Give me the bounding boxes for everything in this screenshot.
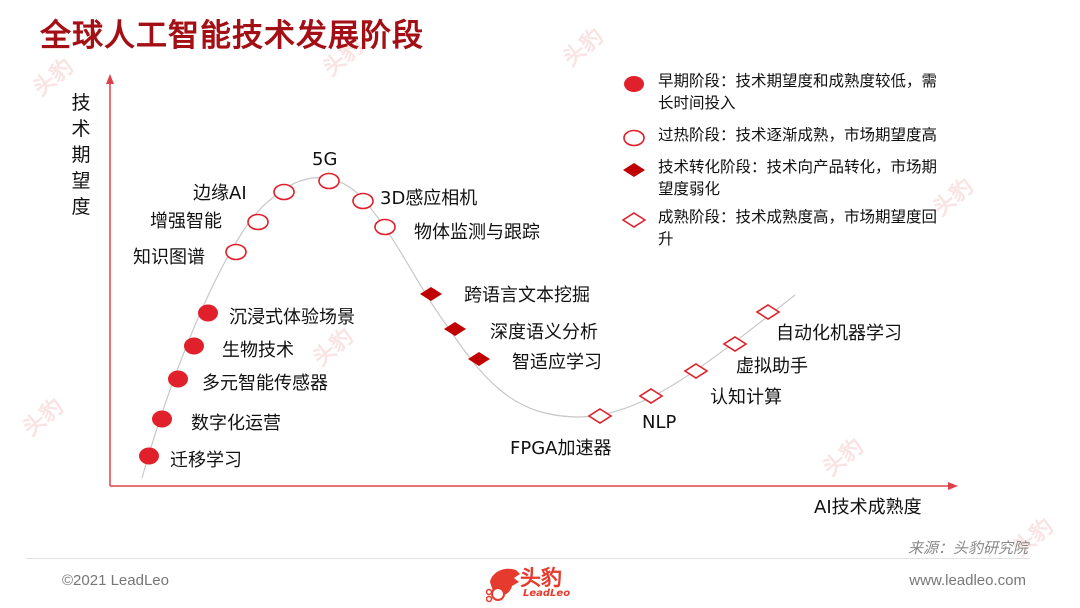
marker-mature bbox=[755, 304, 781, 320]
marker-early bbox=[152, 410, 172, 428]
marker-early bbox=[139, 447, 159, 465]
page-title: 全球人工智能技术发展阶段 bbox=[40, 18, 424, 54]
label-transition: 跨语言文本挖掘 bbox=[464, 285, 590, 306]
marker-early bbox=[198, 304, 218, 322]
marker-transition bbox=[444, 322, 466, 336]
copyright: ©2021 LeadLeo bbox=[62, 572, 169, 589]
legend-text: 成熟阶段：技术成熟度高，市场期望度回升 bbox=[658, 208, 938, 248]
legend: 早期阶段：技术期望度和成熟度较低，需长时间投入 过热阶段：技术逐渐成熟，市场期望… bbox=[618, 70, 948, 260]
marker-mature bbox=[722, 336, 748, 352]
marker-transition bbox=[468, 352, 490, 366]
y-axis-label: 技 术 期 望 度 bbox=[70, 90, 92, 220]
marker-early bbox=[184, 337, 204, 355]
label-mature: 认知计算 bbox=[710, 387, 782, 408]
marker-hype bbox=[318, 172, 340, 190]
label-early: 数字化运营 bbox=[191, 413, 281, 434]
logo-text-en: LeadLeo bbox=[523, 588, 571, 599]
marker-hype bbox=[247, 213, 269, 231]
filled-circle-icon bbox=[624, 76, 644, 92]
label-mature: FPGA加速器 bbox=[510, 438, 612, 459]
label-mature: 虚拟助手 bbox=[736, 356, 808, 377]
y-axis-label-char: 度 bbox=[71, 196, 91, 218]
hollow-diamond-icon bbox=[622, 212, 646, 228]
legend-item-mature: 成熟阶段：技术成熟度高，市场期望度回升 bbox=[618, 206, 948, 250]
marker-mature bbox=[683, 363, 709, 379]
label-hype: 物体监测与跟踪 bbox=[414, 222, 540, 243]
label-hype: 3D感应相机 bbox=[380, 188, 478, 209]
logo: 头豹 LeadLeo bbox=[486, 564, 586, 604]
source-note: 来源：头豹研究院 bbox=[907, 539, 1028, 557]
label-hype: 增强智能 bbox=[150, 211, 222, 232]
filled-diamond-icon bbox=[623, 163, 645, 177]
y-axis-label-char: 术 bbox=[71, 118, 91, 140]
label-early: 迁移学习 bbox=[170, 450, 242, 471]
legend-item-early: 早期阶段：技术期望度和成熟度较低，需长时间投入 bbox=[618, 70, 948, 114]
y-axis-label-char: 期 bbox=[71, 144, 91, 166]
marker-hype bbox=[225, 243, 247, 261]
marker-hype bbox=[352, 192, 374, 210]
hollow-circle-icon bbox=[623, 129, 645, 147]
label-early: 生物技术 bbox=[222, 340, 294, 361]
y-axis-label-char: 技 bbox=[71, 92, 91, 114]
x-axis-label: AI技术成熟度 bbox=[814, 497, 922, 518]
label-hype: 知识图谱 bbox=[133, 247, 205, 268]
leopard-logo-icon bbox=[486, 568, 520, 603]
marker-early bbox=[168, 370, 188, 388]
legend-text: 技术转化阶段：技术向产品转化，市场期望度弱化 bbox=[658, 158, 938, 198]
footer-divider bbox=[26, 558, 1030, 559]
logo-text-cn: 头豹 bbox=[520, 566, 562, 590]
label-hype: 边缘AI bbox=[193, 183, 247, 204]
label-hype: 5G bbox=[312, 149, 338, 170]
website-url: www.leadleo.com bbox=[909, 572, 1026, 589]
marker-mature bbox=[587, 408, 613, 424]
legend-item-hype: 过热阶段：技术逐渐成熟，市场期望度高 bbox=[618, 124, 948, 147]
legend-item-transition: 技术转化阶段：技术向产品转化，市场期望度弱化 bbox=[618, 156, 948, 200]
label-mature: 自动化机器学习 bbox=[776, 323, 902, 344]
marker-hype bbox=[273, 183, 295, 201]
label-early: 多元智能传感器 bbox=[202, 373, 328, 394]
marker-mature bbox=[638, 388, 664, 404]
label-transition: 深度语义分析 bbox=[490, 322, 598, 343]
legend-text: 过热阶段：技术逐渐成熟，市场期望度高 bbox=[658, 126, 938, 144]
label-mature: NLP bbox=[642, 412, 677, 433]
x-axis-arrow-icon bbox=[948, 482, 958, 490]
marker-hype bbox=[374, 218, 396, 236]
y-axis-label-char: 望 bbox=[71, 170, 91, 192]
label-transition: 智适应学习 bbox=[512, 352, 602, 373]
legend-text: 早期阶段：技术期望度和成熟度较低，需长时间投入 bbox=[658, 72, 938, 112]
marker-transition bbox=[420, 287, 442, 301]
y-axis-arrow-icon bbox=[106, 74, 114, 84]
label-early: 沉浸式体验场景 bbox=[229, 307, 355, 328]
